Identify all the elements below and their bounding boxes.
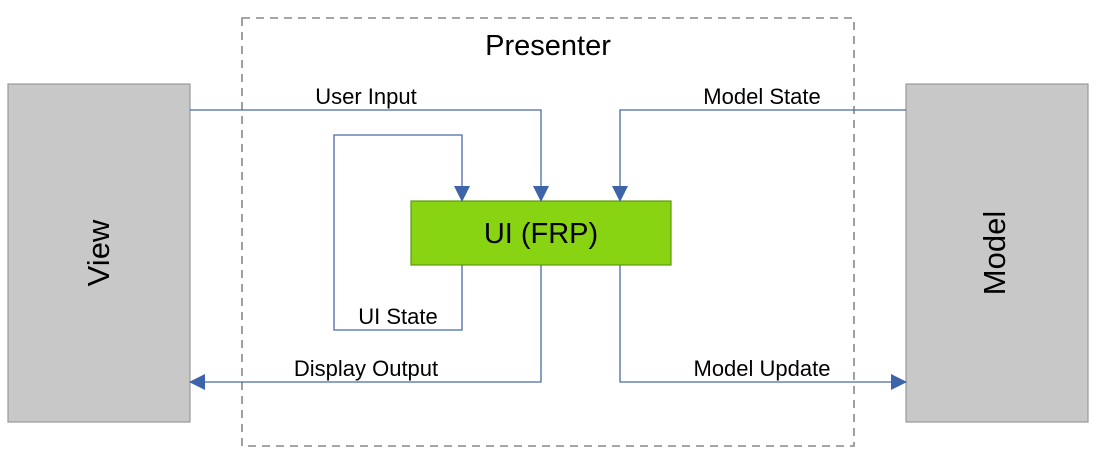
display-output-edge xyxy=(189,265,542,390)
ui-state-edge xyxy=(333,134,470,331)
model-label: Model xyxy=(977,211,1012,295)
ui-state-label: UI State xyxy=(358,304,437,329)
presenter-title: Presenter xyxy=(485,30,611,62)
model-update-edge xyxy=(619,265,907,390)
display-output-label: Display Output xyxy=(294,356,438,381)
model-box xyxy=(905,83,1089,423)
user-input-label: User Input xyxy=(315,84,417,109)
model-state-label: Model State xyxy=(703,84,820,109)
model-update-label: Model Update xyxy=(694,356,831,381)
presenter-container xyxy=(241,17,855,447)
ui-frp-label: UI (FRP) xyxy=(484,218,598,250)
model-state-edge xyxy=(612,109,906,202)
view-label: View xyxy=(81,219,116,286)
user-input-edge xyxy=(190,109,549,202)
view-box xyxy=(7,83,191,423)
